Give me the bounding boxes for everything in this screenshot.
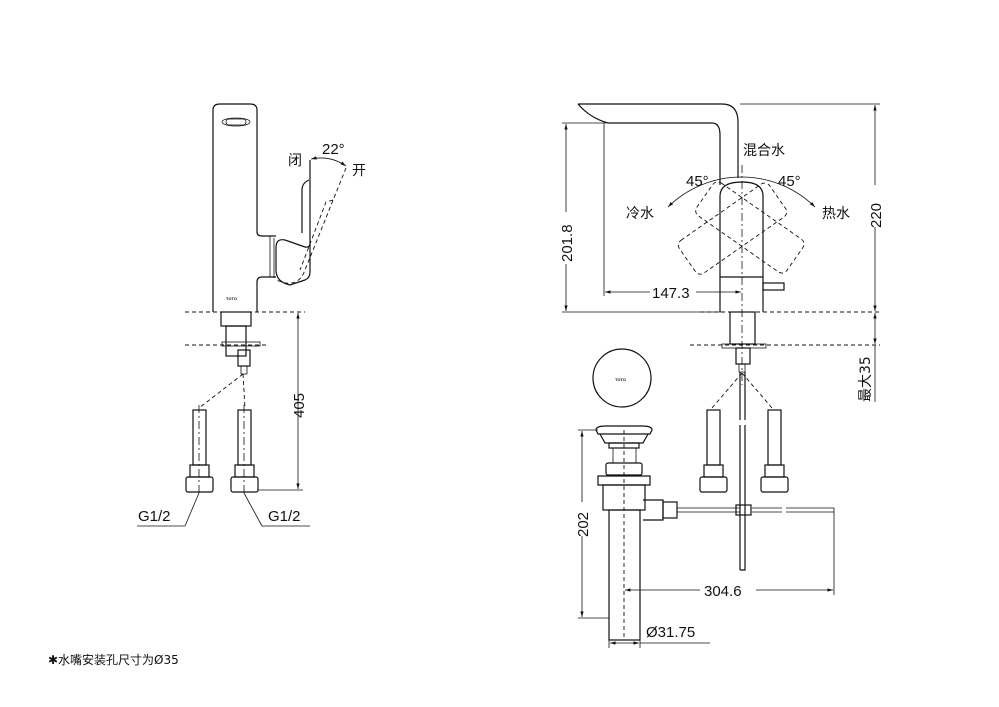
aerator-outlet [221, 117, 251, 127]
drain-view: TOTO 202 304.6 Ø31.75 [573, 348, 835, 648]
supply-hose-front-left [699, 409, 728, 493]
footnote-install-hole: ✱水嘴安装孔尺寸为Ø35 [48, 653, 179, 667]
drain-cap-top-view [592, 348, 652, 408]
rotation-arc [667, 176, 816, 208]
brand-mark-drain: TOTO [615, 377, 626, 382]
dim-max-35: 最大35 [858, 356, 874, 402]
lever-open [275, 167, 347, 284]
dim-220: 220 [868, 203, 885, 228]
angle-arc-22 [310, 156, 347, 167]
side-view: TOTO 闭 22° 开 [137, 103, 366, 527]
mounting-shank-front [721, 311, 767, 571]
cold-water-label: 冷水 [626, 206, 654, 222]
brand-mark-side: TOTO [226, 296, 237, 301]
mounting-shank-side [220, 311, 261, 375]
right-angle-label: 45° [778, 173, 801, 190]
pop-up-drain [595, 425, 835, 641]
dim-201-8: 201.8 [559, 224, 576, 262]
supply-hose-front-right [760, 409, 789, 493]
closed-label: 闭 [288, 153, 302, 169]
spout-front [577, 103, 739, 185]
dim-405: 405 [291, 393, 308, 418]
faucet-body-side [212, 103, 276, 312]
dim-304-6: 304.6 [704, 583, 742, 600]
left-angle-label: 45° [686, 173, 709, 190]
lever-closed [275, 160, 311, 286]
lever-positions-dashed [677, 181, 805, 275]
dim-202: 202 [575, 512, 592, 537]
supply-hose-right [230, 405, 259, 495]
inlet-label-left: G1/2 [138, 508, 171, 525]
supply-hose-left [185, 405, 214, 495]
dim-diameter-31-75: Ø31.75 [646, 624, 695, 641]
mixed-water-label: 混合水 [743, 143, 785, 159]
hot-water-label: 热水 [822, 206, 850, 222]
open-label: 开 [352, 163, 366, 179]
pop-up-knob [762, 282, 785, 291]
front-view: 混合水 45° 45° 冷水 热水 220 201.8 147.3 最大35 [557, 103, 885, 571]
dim-147-3: 147.3 [652, 285, 690, 302]
inlet-label-right: G1/2 [268, 508, 301, 525]
angle-label-22: 22° [322, 141, 345, 158]
